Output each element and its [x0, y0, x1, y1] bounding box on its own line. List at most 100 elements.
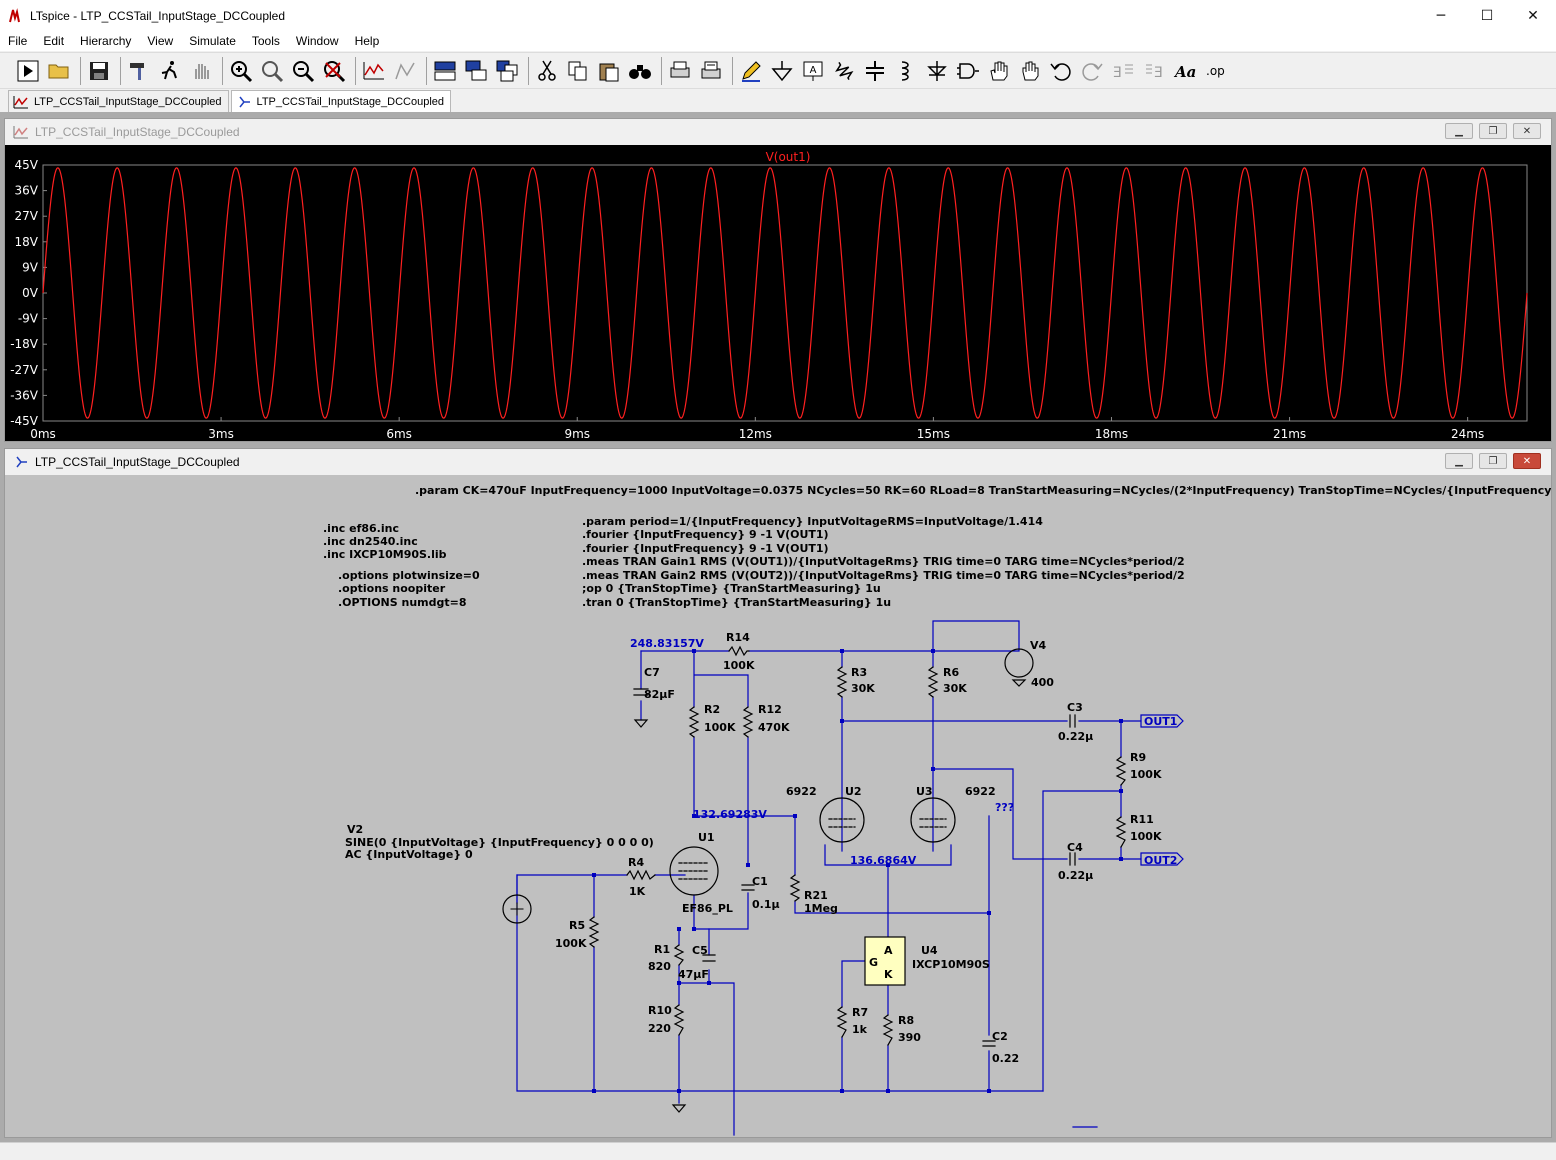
text-button[interactable]: Aa [1171, 57, 1199, 85]
r1-name[interactable]: R1 [654, 943, 670, 956]
schematic-canvas[interactable]: .param CK=470uF InputFrequency=1000 Inpu… [5, 475, 1551, 1137]
spice-directive[interactable]: .meas TRAN Gain2 RMS (V(OUT2))/{InputVol… [582, 569, 1185, 582]
restore-button[interactable]: ❐ [1479, 453, 1507, 469]
close-button[interactable]: ✕ [1513, 453, 1541, 469]
zoom-in-button[interactable] [227, 57, 255, 85]
v2-name[interactable]: V2 [347, 823, 363, 836]
menu-simulate[interactable]: Simulate [189, 34, 236, 48]
restore-button[interactable]: ❐ [1479, 123, 1507, 139]
undo-button[interactable] [1047, 57, 1075, 85]
cut-button[interactable] [533, 57, 561, 85]
menu-view[interactable]: View [147, 34, 174, 48]
zoom-cancel-button[interactable] [320, 57, 348, 85]
menu-tools[interactable]: Tools [251, 34, 280, 48]
c3-value[interactable]: 0.22µ [1058, 730, 1093, 743]
print-setup-button[interactable] [697, 57, 725, 85]
c1-value[interactable]: 0.1µ [752, 898, 780, 911]
menu-hierarchy[interactable]: Hierarchy [80, 34, 132, 48]
mirror-button[interactable]: Ǝ [1140, 57, 1168, 85]
draw-wire-button[interactable] [737, 57, 765, 85]
c4-value[interactable]: 0.22µ [1058, 869, 1093, 882]
r12-name[interactable]: R12 [758, 703, 782, 716]
c5-value[interactable]: 47µF [678, 968, 709, 981]
tile-horizontal-button[interactable] [431, 57, 459, 85]
menu-edit[interactable]: Edit [43, 34, 65, 48]
r14-name[interactable]: R14 [726, 631, 750, 644]
options-directive[interactable]: .OPTIONS numdgt=8 [338, 596, 467, 609]
c7-name[interactable]: C7 [644, 666, 660, 679]
r21-value[interactable]: 1Meg [804, 902, 838, 915]
out1-label[interactable]: OUT1 [1144, 715, 1177, 728]
close-button[interactable]: ✕ [1527, 7, 1539, 24]
r5-value[interactable]: 100K [555, 937, 587, 950]
param-directive-top[interactable]: .param CK=470uF InputFrequency=1000 Inpu… [415, 484, 1551, 497]
spice-directive[interactable]: .meas TRAN Gain1 RMS (V(OUT1))/{InputVol… [582, 555, 1185, 568]
r6-name[interactable]: R6 [943, 666, 959, 679]
r10-value[interactable]: 220 [648, 1022, 671, 1035]
r9-name[interactable]: R9 [1130, 751, 1146, 764]
menu-file[interactable]: File [8, 34, 28, 48]
menu-help[interactable]: Help [354, 34, 380, 48]
r14-value[interactable]: 100K [723, 659, 755, 672]
tab-waveform[interactable]: LTP_CCSTail_InputStage_DCCoupled [8, 90, 229, 112]
move-button[interactable] [985, 57, 1013, 85]
v4-value[interactable]: 400 [1031, 676, 1054, 689]
c3-name[interactable]: C3 [1067, 701, 1083, 714]
r11-name[interactable]: R11 [1130, 813, 1154, 826]
options-directive[interactable]: .options noopiter [338, 582, 446, 595]
v2-ac[interactable]: AC {InputVoltage} 0 [345, 848, 473, 861]
c7-value[interactable]: 82µF [644, 688, 675, 701]
r9-value[interactable]: 100K [1130, 768, 1162, 781]
u4-name[interactable]: U4 [921, 944, 938, 957]
r6-value[interactable]: 30K [943, 682, 967, 695]
r3-name[interactable]: R3 [851, 666, 867, 679]
open-button[interactable] [45, 57, 73, 85]
ixcp10m90s-block[interactable] [864, 936, 906, 986]
v2-sine[interactable]: SINE(0 {InputVoltage} {InputFrequency} 0… [345, 836, 654, 849]
schematic-drawing[interactable]: .param CK=470uF InputFrequency=1000 Inpu… [5, 475, 1551, 1137]
u2-model[interactable]: 6922 [786, 785, 817, 798]
out2-label[interactable]: OUT2 [1144, 854, 1177, 867]
trace-vout1[interactable] [42, 167, 1528, 419]
node-voltage-label[interactable]: 248.83157V [630, 637, 704, 650]
diode-button[interactable] [923, 57, 951, 85]
inductor-button[interactable] [892, 57, 920, 85]
c2-name[interactable]: C2 [992, 1030, 1008, 1043]
tile-vertical-button[interactable] [493, 57, 521, 85]
spice-directive[interactable]: ;op 0 {TranStopTime} {TranStartMeasuring… [582, 582, 881, 595]
include-directive[interactable]: .inc dn2540.inc [323, 535, 418, 548]
u3-name[interactable]: U3 [916, 785, 933, 798]
halt-button[interactable] [156, 57, 184, 85]
r3-value[interactable]: 30K [851, 682, 875, 695]
u3-model[interactable]: 6922 [965, 785, 996, 798]
component-button[interactable] [954, 57, 982, 85]
c5-name[interactable]: C5 [692, 944, 708, 957]
r21-name[interactable]: R21 [804, 889, 828, 902]
waveform-chart[interactable]: V(out1) 45V36V27V18V9V0V-9V-18V-27V-36V-… [5, 145, 1551, 441]
r4-name[interactable]: R4 [628, 856, 644, 869]
spice-directive[interactable]: .param period=1/{InputFrequency} InputVo… [582, 515, 1043, 528]
r8-value[interactable]: 390 [898, 1031, 921, 1044]
r10-name[interactable]: R10 [648, 1004, 672, 1017]
waveform-window-titlebar[interactable]: LTP_CCSTail_InputStage_DCCoupled ▁ ❐ ✕ [5, 119, 1551, 145]
spice-directive[interactable]: .fourier {InputFrequency} 9 -1 V(OUT1) [582, 528, 829, 541]
paste-button[interactable] [595, 57, 623, 85]
r2-name[interactable]: R2 [704, 703, 720, 716]
minimize-button[interactable]: ▁ [1445, 453, 1473, 469]
rotate-button[interactable]: Ǝ [1109, 57, 1137, 85]
cascade-button[interactable] [462, 57, 490, 85]
r7-name[interactable]: R7 [852, 1006, 868, 1019]
pick-visible-button[interactable] [391, 57, 419, 85]
v4-name[interactable]: V4 [1030, 639, 1047, 652]
node-voltage-label[interactable]: 132.69283V [693, 808, 767, 821]
r2-value[interactable]: 100K [704, 721, 736, 734]
r11-value[interactable]: 100K [1130, 830, 1162, 843]
r5-name[interactable]: R5 [569, 919, 585, 932]
c4-name[interactable]: C4 [1067, 841, 1083, 854]
u1-model[interactable]: EF86_PL [682, 902, 733, 915]
maximize-button[interactable]: ☐ [1480, 7, 1494, 24]
u2-name[interactable]: U2 [845, 785, 862, 798]
run-button[interactable] [14, 57, 42, 85]
drag-button[interactable] [1016, 57, 1044, 85]
